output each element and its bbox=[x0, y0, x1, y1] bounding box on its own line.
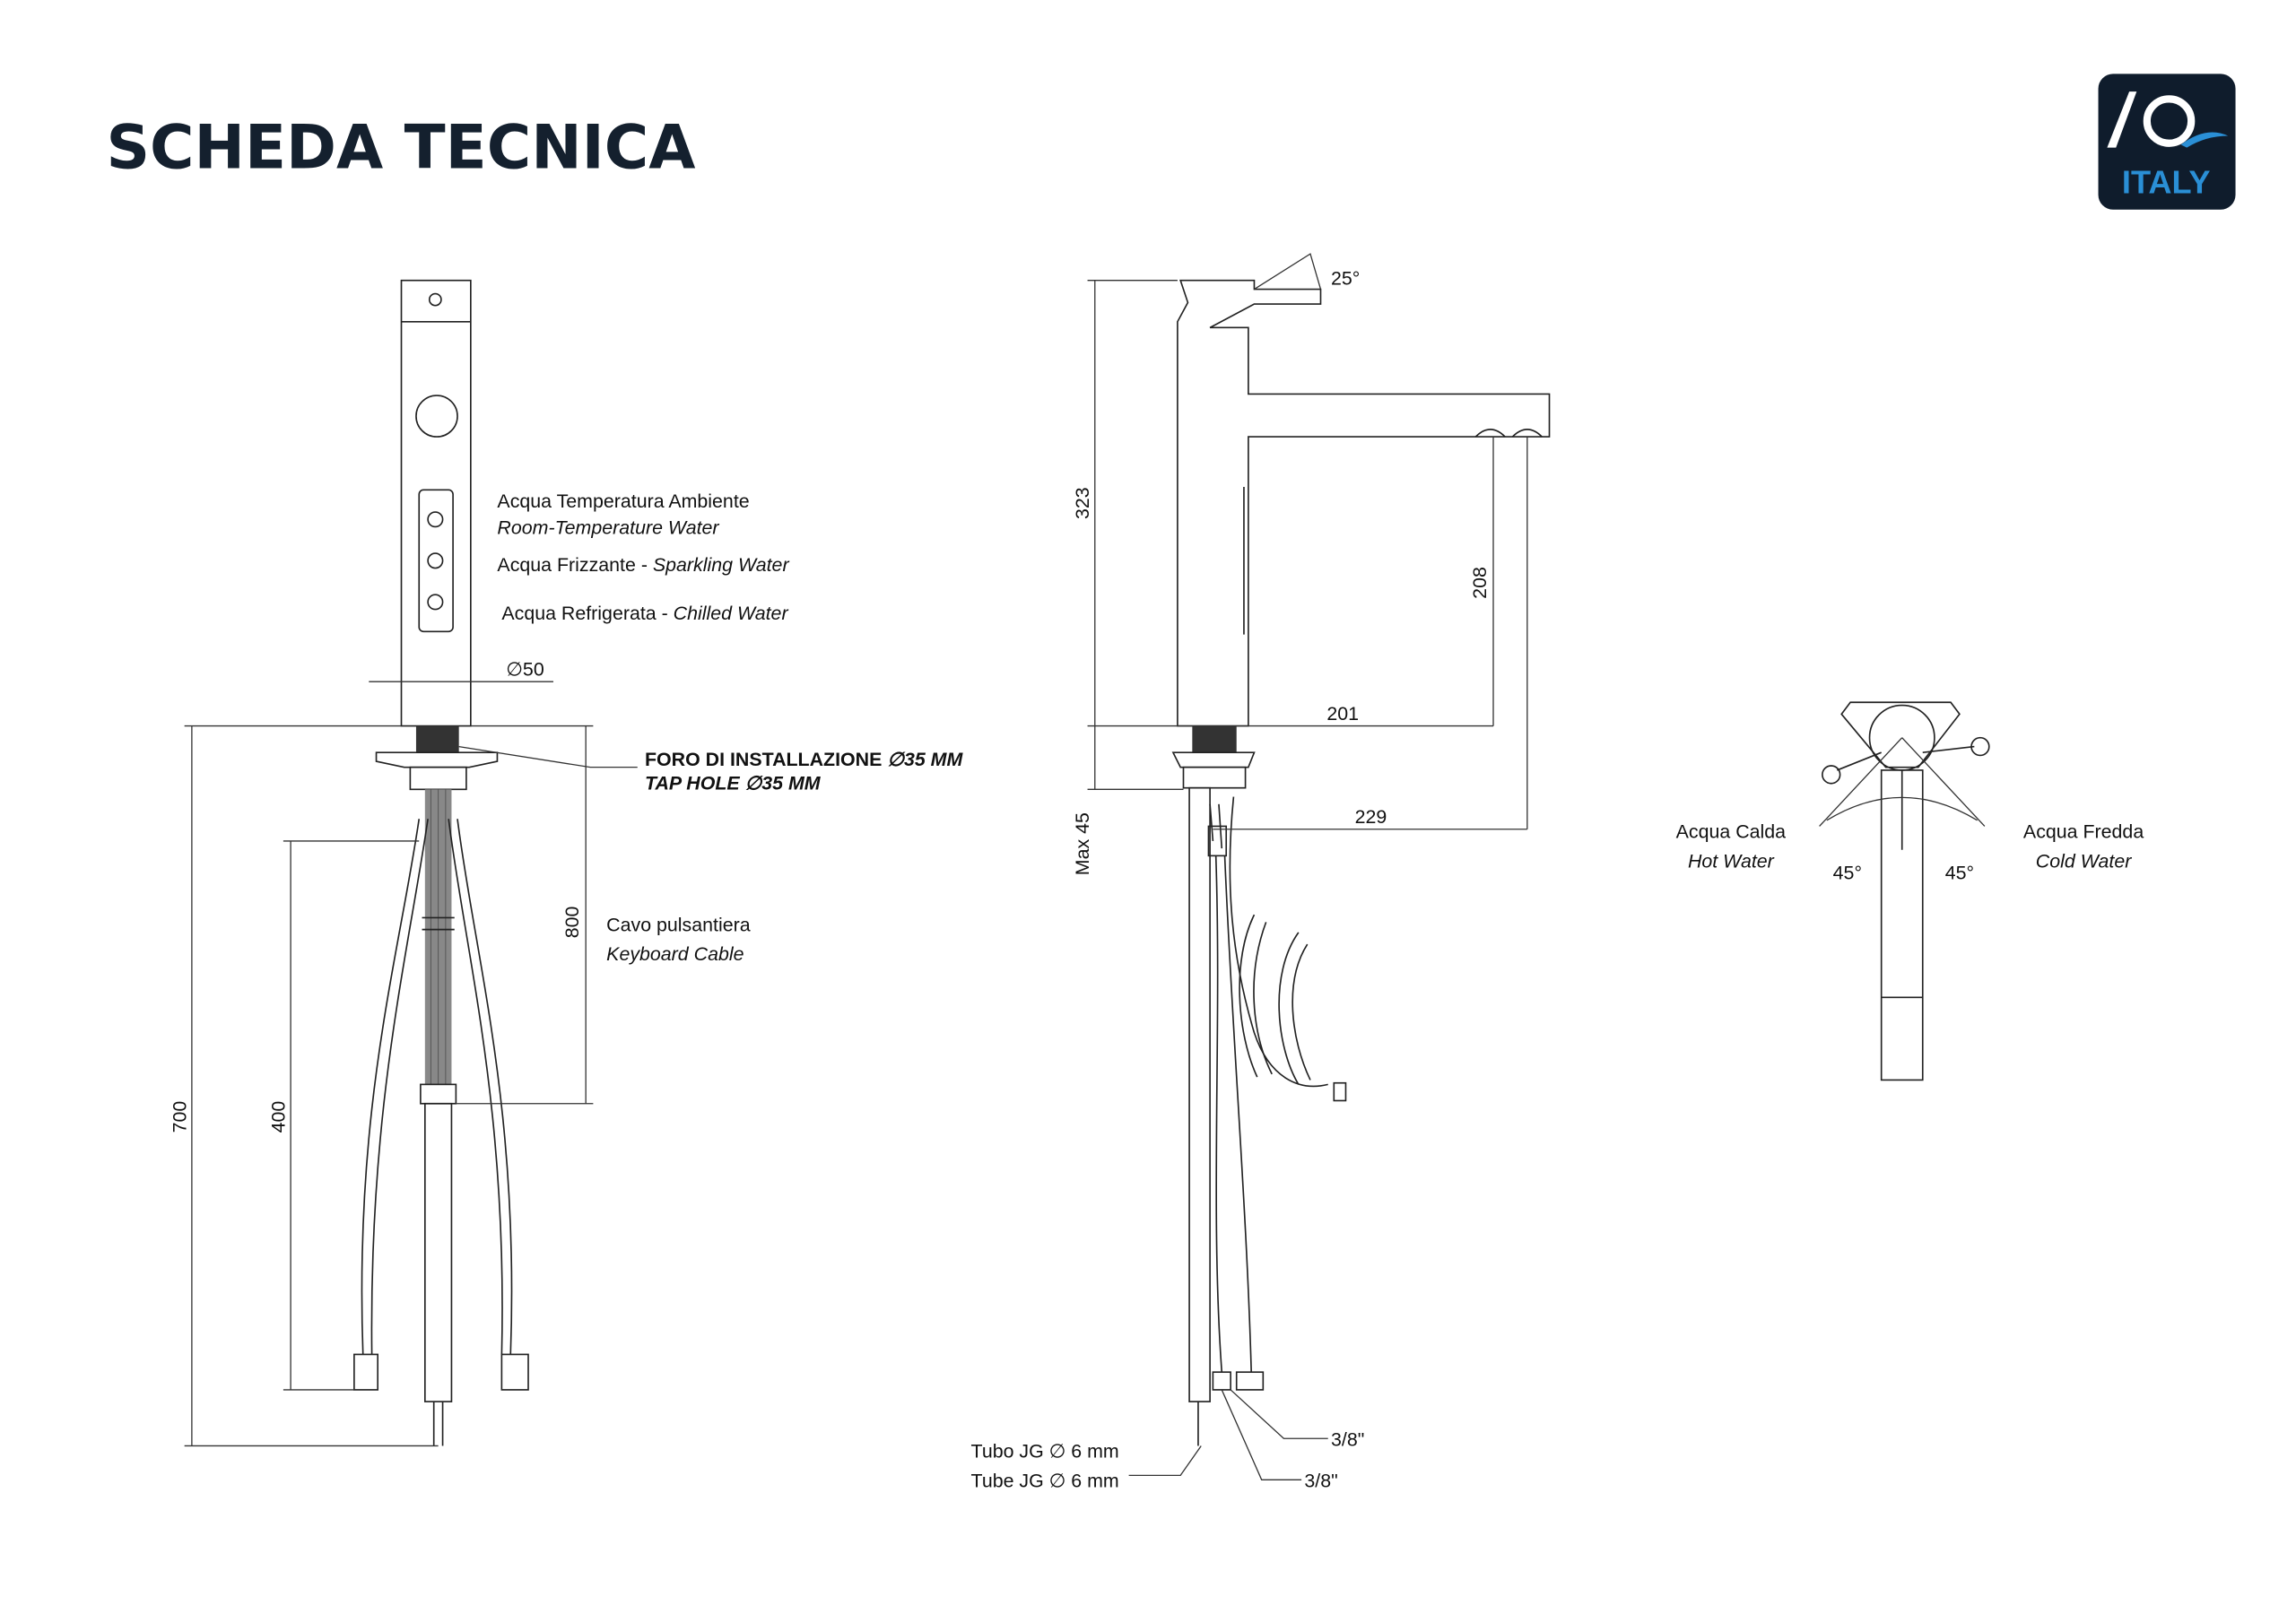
front-view-drawing bbox=[184, 279, 638, 1447]
tap-hole-it: FORO DI INSTALLAZIONE ∅35 MM bbox=[645, 749, 963, 770]
button-panel bbox=[418, 489, 454, 633]
tube-en: Tube JG ∅ 6 mm bbox=[971, 1471, 1119, 1492]
angle-left: 45° bbox=[1833, 863, 1862, 884]
room-water-icon bbox=[427, 511, 444, 528]
sparkling-water-icon bbox=[427, 552, 444, 569]
dim-208: 208 bbox=[1469, 567, 1491, 599]
cable-it: Cavo pulsantiera bbox=[606, 914, 751, 935]
hot-en: Hot Water bbox=[1688, 851, 1775, 872]
dim-800: 800 bbox=[561, 906, 583, 938]
knob-icon bbox=[415, 395, 458, 438]
svg-text:ITALY: ITALY bbox=[2122, 164, 2211, 201]
dim-201: 201 bbox=[1326, 703, 1359, 725]
page-title: SCHEDA TECNICA bbox=[106, 112, 695, 183]
tap-hole-en: TAP HOLE ∅35 MM bbox=[645, 772, 822, 794]
chilled-water-icon bbox=[427, 594, 444, 611]
dim-400: 400 bbox=[268, 1101, 290, 1133]
fitting-1: 3/8" bbox=[1331, 1428, 1364, 1450]
hot-it: Acqua Calda bbox=[1676, 821, 1787, 843]
angle-right: 45° bbox=[1945, 863, 1974, 884]
label-room-en: Room-Temperature Water bbox=[497, 517, 719, 539]
label-sparkling: Acqua Frizzante - Sparkling Water bbox=[497, 554, 789, 576]
tube-it: Tubo JG ∅ 6 mm bbox=[971, 1441, 1119, 1462]
dim-700: 700 bbox=[169, 1101, 190, 1133]
dim-max-45: Max 45 bbox=[1072, 812, 1093, 875]
cold-en: Cold Water bbox=[2036, 851, 2132, 872]
dim-229: 229 bbox=[1355, 806, 1387, 828]
dim-diameter-50: ∅50 bbox=[506, 659, 544, 681]
label-room-it: Acqua Temperatura Ambiente bbox=[497, 490, 749, 512]
dim-323: 323 bbox=[1072, 487, 1093, 519]
label-chilled: Acqua Refrigerata - Chilled Water bbox=[501, 603, 788, 624]
side-view-drawing bbox=[1087, 253, 1551, 1480]
indicator-icon bbox=[428, 292, 442, 307]
cable-en: Keyboard Cable bbox=[606, 943, 744, 965]
top-view-drawing bbox=[1819, 701, 1990, 1081]
lever-angle: 25° bbox=[1331, 268, 1360, 290]
aq-italy-logo: ITALY bbox=[2098, 74, 2236, 210]
fitting-2: 3/8" bbox=[1304, 1471, 1337, 1492]
cold-it: Acqua Fredda bbox=[2023, 821, 2144, 843]
